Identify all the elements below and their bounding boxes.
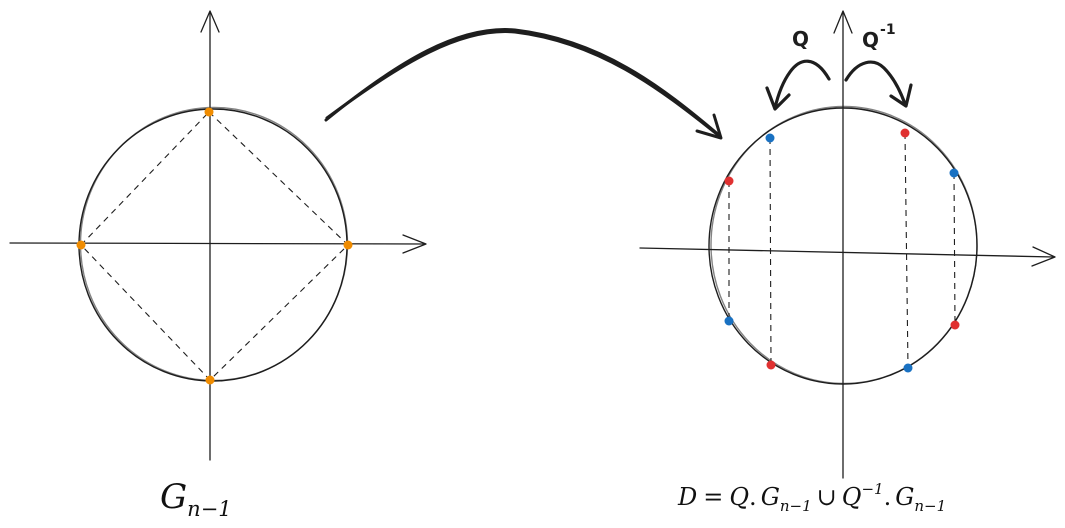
- blue-point-3: [724, 316, 734, 326]
- blue-point-2: [949, 168, 959, 178]
- formula-dot1: .: [749, 483, 757, 511]
- right-x-axis-arrowhead: [1031, 246, 1056, 267]
- chord-4: [953, 172, 956, 326]
- left-point-left: [76, 240, 86, 250]
- left-label-main: G: [160, 477, 187, 517]
- rotation-label-q-inverse: Q-1: [862, 22, 896, 52]
- formula: D=Q.Gn−1∪Q−1.Gn−1: [677, 480, 946, 515]
- chord-2: [769, 137, 772, 366]
- right-x-axis: [639, 247, 1055, 258]
- red-point-4: [766, 360, 776, 370]
- formula-g2-sub: n−1: [914, 497, 946, 515]
- blue-point-1: [765, 133, 775, 143]
- left-x-axis-arrowhead: [402, 234, 427, 254]
- left-point-top: [204, 107, 214, 117]
- formula-dot2: .: [884, 483, 892, 511]
- formula-q1: Q: [729, 483, 749, 511]
- formula-q2-sup: −1: [861, 480, 883, 498]
- left-point-bottom: [205, 375, 215, 385]
- right-circle-overstroke: [710, 105, 978, 385]
- rotation-label-q-inverse-sup: -1: [880, 22, 896, 38]
- chord-3: [904, 132, 909, 369]
- formula-lhs: D: [677, 483, 697, 511]
- left-y-axis-arrowhead: [200, 10, 220, 33]
- left-label-sub: n−1: [187, 497, 231, 521]
- formula-q2: Q: [842, 483, 862, 511]
- red-point-2: [900, 128, 910, 138]
- red-point-3: [950, 320, 960, 330]
- rotation-label-q-inverse-main: Q: [862, 28, 879, 52]
- formula-eq: =: [703, 483, 723, 511]
- left-x-axis: [9, 242, 426, 245]
- red-point-1: [724, 176, 734, 186]
- curl-arrow-right-icon: [844, 60, 913, 108]
- formula-g2: G: [895, 483, 914, 511]
- left-point-right: [343, 240, 353, 250]
- formula-g1-sub: n−1: [780, 497, 812, 515]
- curl-arrow-left-icon: [765, 59, 831, 111]
- left-dashed-diamond: [80, 111, 349, 381]
- curved-arrow-icon: [324, 28, 723, 140]
- right-diagram: Q Q-1 D=Q.Gn−1∪Q−1.Gn−1: [639, 10, 1056, 515]
- left-diagram: Gn−1: [9, 10, 427, 521]
- blue-point-4: [903, 363, 913, 373]
- formula-g1: G: [761, 483, 780, 511]
- rotation-label-q: Q: [792, 27, 809, 51]
- right-y-axis-arrowhead: [833, 10, 853, 34]
- left-label: Gn−1: [160, 477, 232, 521]
- formula-union: ∪: [817, 483, 837, 511]
